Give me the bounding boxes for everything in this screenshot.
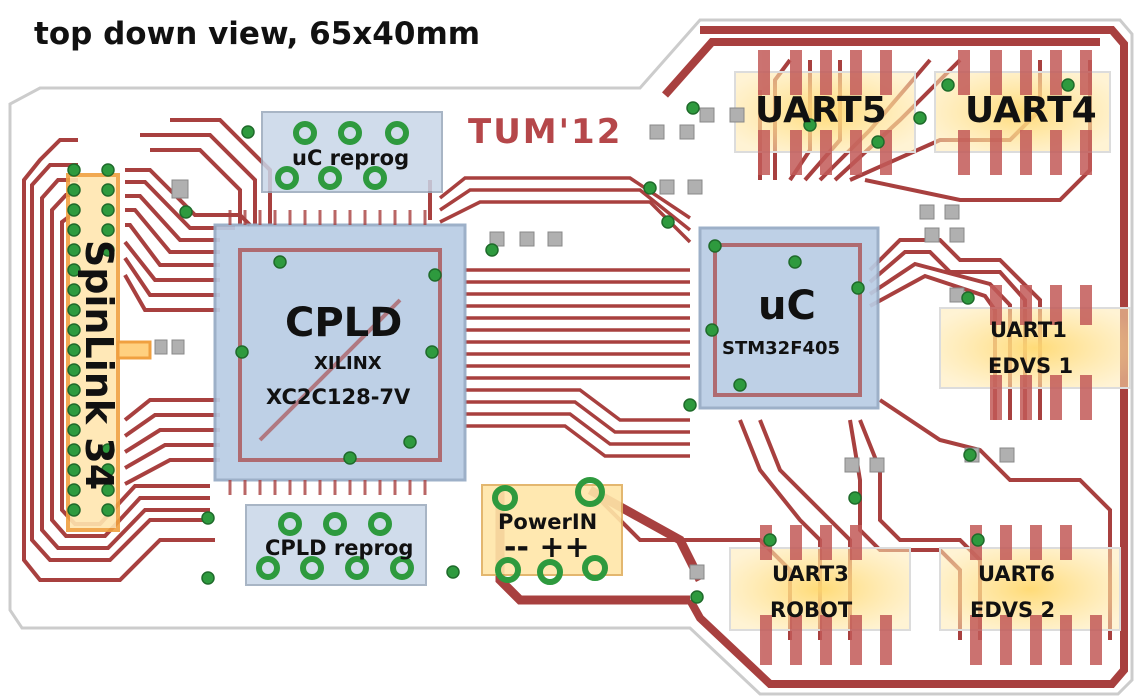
uc-reprog-label: uC reprog (292, 146, 410, 170)
bus-traces (438, 176, 692, 458)
uc-part-label: STM32F405 (722, 338, 841, 359)
spinlink-label: SpinLink 34 (77, 239, 121, 491)
uart1-connector (939, 307, 1131, 389)
uart6-label: UART6 (978, 562, 1055, 586)
cpld-reprog-label: CPLD reprog (265, 536, 414, 560)
outer-trace-2 (662, 38, 1100, 98)
spinlink-label-box: SpinLink 34 (54, 200, 144, 530)
spinlink-tab (116, 340, 152, 360)
uc-label: uC (758, 283, 816, 329)
uart3-sub-label: ROBOT (770, 598, 853, 622)
reprog-traces (140, 118, 432, 225)
cpld-label: CPLD (285, 300, 403, 346)
silkscreen-logo: TUM'12 (468, 112, 623, 152)
power-polarity: -- ++ (504, 530, 590, 565)
page-title: top down view, 65x40mm (34, 16, 481, 52)
uart5-label: UART5 (755, 90, 887, 131)
uc-chip (698, 226, 880, 410)
header-pads (256, 121, 608, 585)
cpld-chip (213, 210, 467, 495)
vias (67, 78, 1075, 604)
outer-trace (686, 26, 1128, 688)
spinlink-traces (22, 138, 252, 582)
cpld-vendor-label: XILINX (314, 353, 382, 374)
uart1-sub-label: EDVS 1 (988, 354, 1074, 378)
power-label: PowerIN (498, 510, 598, 534)
connector-pins (758, 50, 1102, 665)
uart4-label: UART4 (965, 90, 1097, 131)
smd-parts (154, 107, 1015, 580)
cpld-part-label: XC2C128-7V (266, 385, 411, 409)
uart6-sub-label: EDVS 2 (970, 598, 1056, 622)
uart3-label: UART3 (772, 562, 849, 586)
uart1-label: UART1 (990, 318, 1067, 342)
